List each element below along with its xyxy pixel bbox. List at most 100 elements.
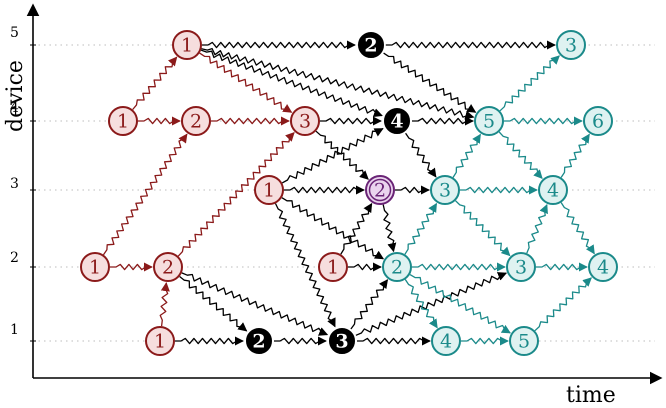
edge-d3a-to-d4d (281, 128, 384, 184)
node-circle (358, 32, 384, 58)
node-circle (246, 328, 272, 354)
node-label: 6 (592, 111, 604, 133)
node-label: 2 (190, 111, 202, 133)
node-label: 1 (327, 257, 339, 279)
edge-d5a-to-d4d (200, 49, 383, 118)
node-label: 4 (597, 257, 609, 279)
edges (102, 40, 595, 346)
edge-d4d-to-d3c (405, 132, 437, 178)
node-d2f: 4 (588, 252, 618, 282)
node-circle (290, 106, 320, 136)
y-tick-label: 5 (10, 25, 19, 41)
node-d2d: 2 (382, 252, 412, 282)
node-label: 3 (439, 180, 451, 202)
edge-d3a-to-d1c (274, 203, 336, 328)
edge-d3c-to-d3d (460, 185, 538, 195)
edge-d4e-to-d5c (499, 55, 560, 112)
x-axis-label: time (566, 383, 616, 408)
node-circle (474, 106, 504, 136)
node-d4a: 1 (108, 106, 138, 136)
node-d5c: 3 (556, 30, 586, 60)
node-label: 4 (547, 180, 559, 202)
node-label: 3 (515, 257, 527, 279)
edge-d5b-to-d5c (386, 40, 556, 50)
node-circle (153, 252, 183, 282)
edge-d2c-to-d3b (340, 202, 373, 255)
y-tick-label: 4 (10, 100, 19, 116)
node-circle (509, 326, 539, 356)
edge-d3d-to-d2f (560, 202, 595, 255)
node-label: 4 (390, 111, 403, 133)
node-d3b: 2 (365, 175, 395, 205)
edge-d1a-to-d1b (175, 336, 244, 346)
edge-d2d-to-d1d (404, 279, 438, 329)
node-circle (172, 30, 202, 60)
node-d4d: 4 (384, 108, 410, 134)
node-inner-ring (368, 178, 392, 202)
node-label: 1 (154, 331, 166, 353)
node-d2e: 3 (506, 252, 536, 282)
edge-d3b-to-d2d (382, 204, 397, 253)
edge-d1c-to-d1d (357, 336, 431, 346)
edge-d5b-to-d4e (383, 52, 477, 113)
node-label: 3 (335, 331, 348, 353)
node-d1d: 4 (431, 326, 461, 356)
node-d2a: 1 (80, 252, 110, 282)
node-d4e: 5 (474, 106, 504, 136)
node-d1b: 2 (246, 328, 272, 354)
edge-d2b-to-d4c (177, 132, 295, 257)
y-tick-label: 2 (10, 250, 19, 266)
edge-d2d-to-d1e (409, 274, 511, 334)
node-d2b: 2 (153, 252, 183, 282)
edge-d3a-to-d2d (281, 197, 385, 260)
edge-d3a-to-d3b (284, 185, 365, 195)
node-d5a: 1 (172, 30, 202, 60)
node-circle (145, 326, 175, 356)
edge-d1c-to-d2d (350, 279, 389, 330)
node-label: 1 (117, 111, 129, 133)
node-circle (80, 252, 110, 282)
node-d1a: 1 (145, 326, 175, 356)
edge-d2e-to-d2f (536, 262, 588, 272)
node-label: 5 (518, 331, 530, 353)
node-d1e: 5 (509, 326, 539, 356)
edge-d3d-to-d4f (560, 133, 590, 178)
edge-d5a-to-d4e (201, 47, 475, 120)
y-tick-label: 3 (10, 176, 19, 192)
node-circle (108, 106, 138, 136)
node-circle (382, 252, 412, 282)
node-circle (506, 252, 536, 282)
node-circle (431, 326, 461, 356)
node-d1c: 3 (329, 328, 355, 354)
node-label: 1 (181, 35, 193, 57)
edge-d4e-to-d4f (504, 116, 583, 126)
edge-d4a-to-d5a (132, 56, 178, 110)
node-circle (556, 30, 586, 60)
edge-d2d-to-d2e (412, 262, 506, 272)
node-label: 4 (440, 331, 452, 353)
edge-d1c-to-d2e (355, 272, 508, 336)
node-circle (588, 252, 618, 282)
y-axis-label: device (3, 60, 28, 132)
edge-d4c-to-d4d (320, 116, 382, 126)
y-tick-labels: 5 4 3 2 1 (10, 25, 19, 338)
node-d4f: 6 (583, 106, 613, 136)
edge-d2c-to-d2d (348, 262, 382, 272)
edge-d4a-to-d4b (138, 116, 181, 126)
node-circle (254, 175, 284, 205)
node-d3d: 4 (538, 175, 568, 205)
node-d4c: 3 (290, 106, 320, 136)
edge-d2a-to-d2b (110, 262, 153, 272)
edge-d2d-to-d3c (404, 202, 438, 255)
edge-d1a-to-d2b (159, 281, 170, 327)
node-circle (583, 106, 613, 136)
edge-d2e-to-d3d (526, 203, 548, 254)
edge-d4b-to-d4c (211, 116, 290, 126)
node-d3c: 3 (430, 175, 460, 205)
edge-d4c-to-d3b (315, 130, 369, 180)
node-label: 5 (483, 111, 495, 133)
edge-d5a-to-d5b (202, 40, 356, 50)
node-label: 3 (299, 111, 311, 133)
edge-d3b-to-d3c (395, 185, 430, 195)
